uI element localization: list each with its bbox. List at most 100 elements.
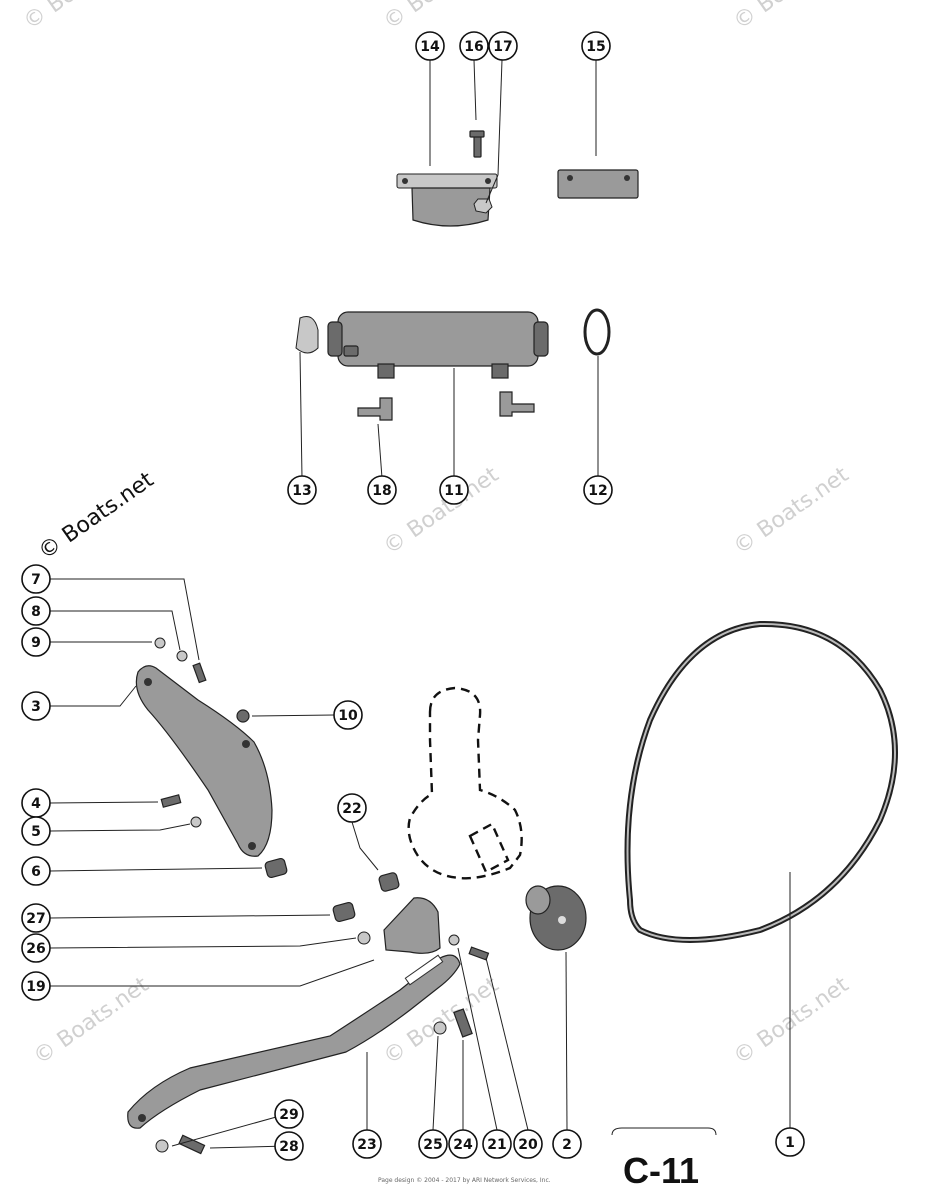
watermark-faint: © Boats.net <box>729 0 854 35</box>
clamp-saddle-14 <box>411 187 491 227</box>
spacer-6 <box>264 857 288 879</box>
bracket-hole <box>138 1114 146 1122</box>
elbow-fitting-right <box>499 391 535 417</box>
svg-text:16: 16 <box>464 39 483 55</box>
belt-1-highlight <box>626 622 896 941</box>
alternator-bracket-assembly <box>135 637 288 879</box>
svg-text:9: 9 <box>31 635 41 651</box>
svg-text:15: 15 <box>586 39 605 55</box>
bracket-hole <box>485 178 491 184</box>
bracket-hole <box>242 740 250 748</box>
nut-10 <box>236 709 250 723</box>
washer-21 <box>448 934 460 946</box>
heat-exchanger-port-right <box>491 363 509 379</box>
hose-clamp-12 <box>583 308 611 356</box>
svg-text:23: 23 <box>357 1137 376 1153</box>
alternator-dashed-body <box>407 686 523 880</box>
callout-4: 4 <box>21 788 51 818</box>
svg-text:14: 14 <box>420 39 440 55</box>
washer-9 <box>154 637 166 649</box>
callout-15: 15 <box>581 31 611 61</box>
watermark-faint: © Boats.net <box>379 0 504 35</box>
watermark-faint: © Boats.net <box>19 0 144 35</box>
svg-text:12: 12 <box>588 483 607 499</box>
heat-exchanger-body-11 <box>337 311 539 367</box>
watermark-faint: © Boats.net <box>729 462 854 560</box>
plate-hole <box>624 175 630 181</box>
callout-22: 22 <box>337 793 367 823</box>
spacer-22 <box>378 872 400 892</box>
copyright-line: Page design © 2004 - 2017 by ARI Network… <box>378 1177 551 1184</box>
bracket-clamp-assembly <box>396 130 639 227</box>
svg-text:2: 2 <box>562 1137 572 1153</box>
callout-24: 24 <box>448 1129 478 1159</box>
elbow-fitting-18 <box>357 397 393 421</box>
svg-text:13: 13 <box>292 483 311 499</box>
watermark-faint: © Boats.net <box>729 972 854 1070</box>
mounting-bracket-19 <box>383 897 441 954</box>
washer-29 <box>155 1139 169 1153</box>
washer-5 <box>190 816 202 828</box>
heat-exchanger-end-right <box>533 321 549 357</box>
svg-text:28: 28 <box>279 1139 298 1155</box>
page-code: C-11 <box>623 1150 699 1191</box>
drive-belt <box>624 620 898 943</box>
svg-text:10: 10 <box>338 708 358 724</box>
bolt-4 <box>160 794 182 808</box>
drain-plug <box>343 345 359 357</box>
svg-text:11: 11 <box>444 483 463 499</box>
callout-18: 18 <box>367 475 397 505</box>
svg-text:25: 25 <box>423 1137 442 1153</box>
callout-28: 28 <box>274 1131 304 1161</box>
adjusting-slot <box>404 954 444 986</box>
page-code-box: C-11 <box>611 1127 717 1191</box>
pulley-hub <box>525 885 551 915</box>
svg-text:26: 26 <box>26 941 45 957</box>
callout-8: 8 <box>21 596 51 626</box>
callout-7: 7 <box>21 564 51 594</box>
svg-text:6: 6 <box>31 864 41 880</box>
svg-text:27: 27 <box>26 911 45 927</box>
clamp-plate-15 <box>557 169 639 199</box>
bolt-24 <box>453 1008 473 1038</box>
svg-text:3: 3 <box>31 699 41 715</box>
callout-6: 6 <box>21 856 51 886</box>
bracket-3 <box>135 665 273 857</box>
washer-25 <box>433 1021 447 1035</box>
spacer-27 <box>332 901 356 923</box>
leader-lines <box>49 59 791 1149</box>
callout-3: 3 <box>21 691 51 721</box>
bracket-hole <box>144 678 152 686</box>
callout-14: 14 <box>415 31 445 61</box>
callout-29: 29 <box>274 1099 304 1129</box>
washer-26 <box>357 931 371 945</box>
bracket-hole <box>402 178 408 184</box>
lower-bracket-assembly <box>127 872 490 1155</box>
callout-2: 2 <box>552 1129 582 1159</box>
washer-8 <box>176 650 188 662</box>
svg-text:1: 1 <box>785 1135 795 1151</box>
alternator-dashed-ear <box>468 822 510 874</box>
callout-12: 12 <box>583 475 613 505</box>
pulley-assembly <box>525 885 587 951</box>
callout-9: 9 <box>21 627 51 657</box>
callout-16: 16 <box>459 31 489 61</box>
svg-text:7: 7 <box>31 572 41 588</box>
callout-25: 25 <box>418 1129 448 1159</box>
svg-text:17: 17 <box>493 39 512 55</box>
adjusting-bracket-23 <box>127 954 461 1129</box>
callout-13: 13 <box>287 475 317 505</box>
svg-text:20: 20 <box>518 1137 538 1153</box>
svg-text:18: 18 <box>372 483 391 499</box>
watermark-faint: © Boats.net <box>379 462 504 560</box>
callout-11: 11 <box>439 475 469 505</box>
pulley-bore <box>558 916 566 924</box>
callout-20: 20 <box>513 1129 543 1159</box>
heat-exchanger-port-left <box>377 363 395 379</box>
watermark-main: © Boats.net <box>34 467 159 565</box>
end-cap-13 <box>295 316 319 354</box>
callout-5: 5 <box>21 816 51 846</box>
svg-text:29: 29 <box>279 1107 298 1123</box>
callout-10: 10 <box>333 700 363 730</box>
